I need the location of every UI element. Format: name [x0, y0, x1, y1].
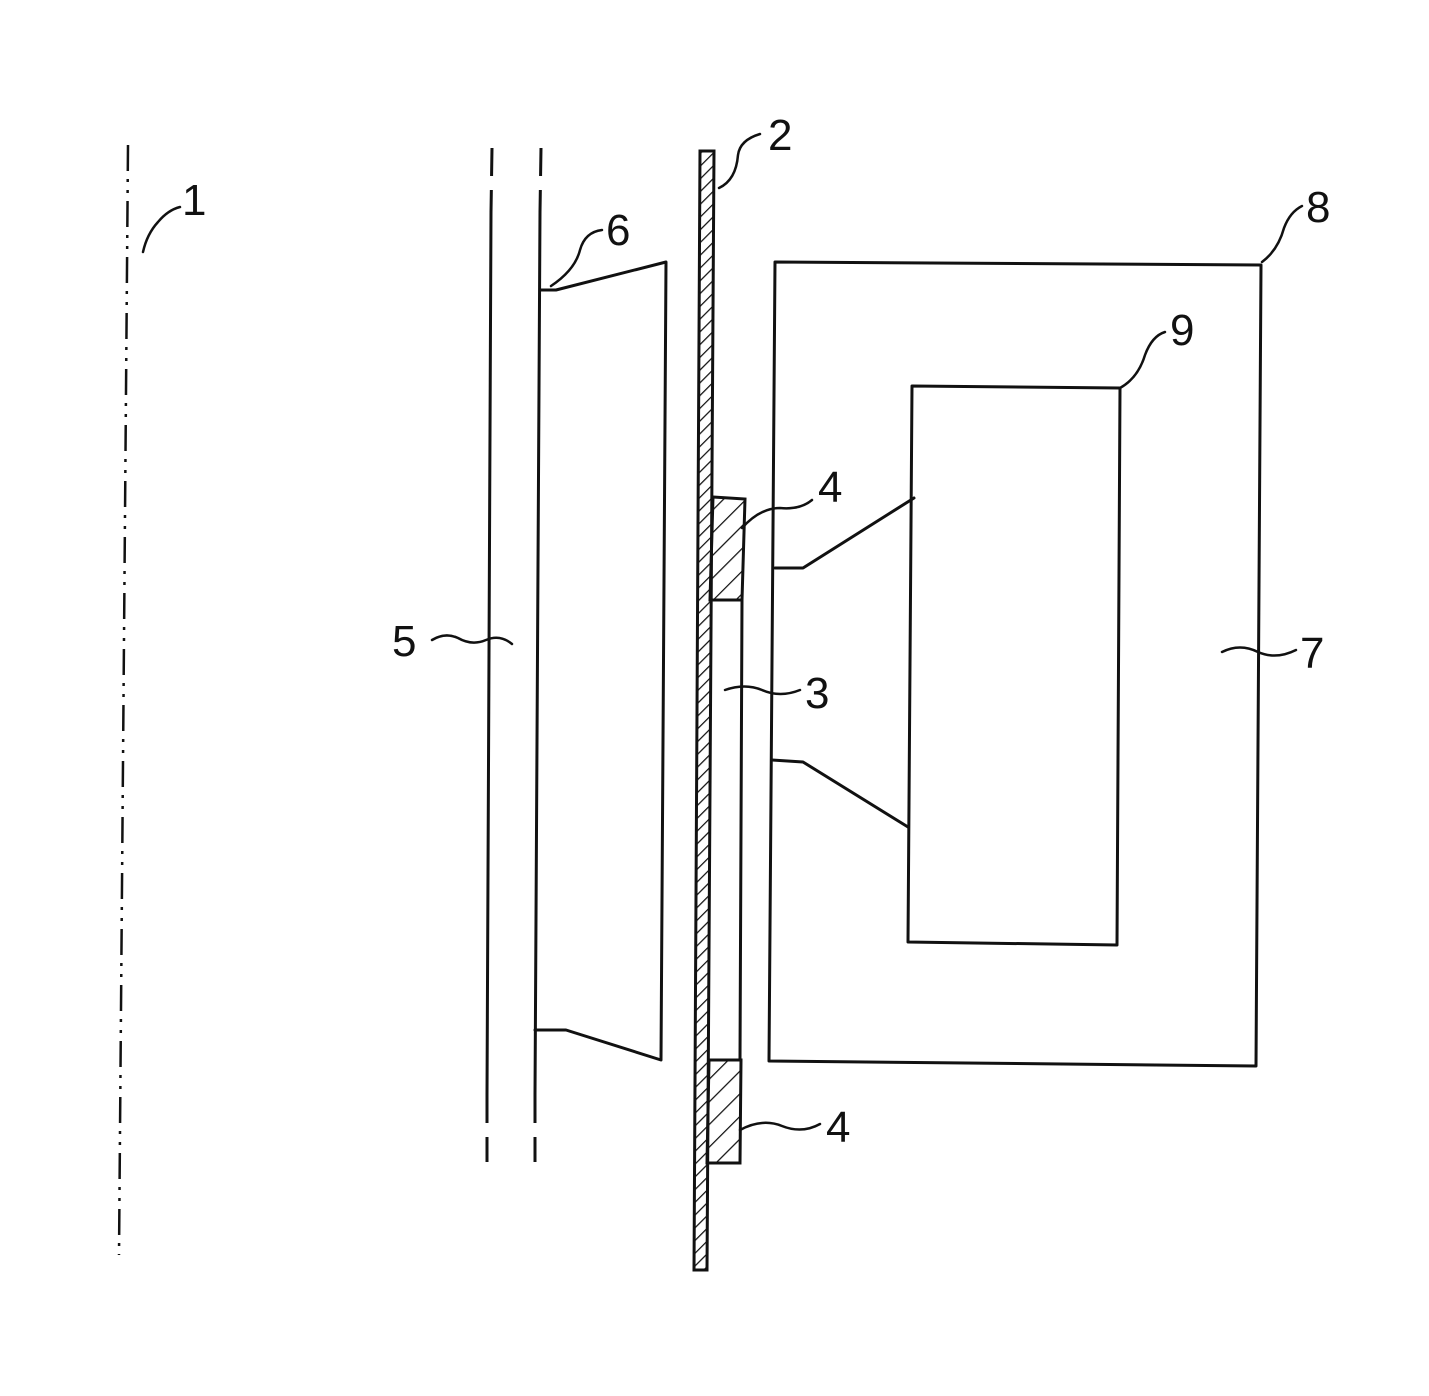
label-axis: 1 — [182, 176, 206, 225]
yoke-pole-taper-lower — [772, 760, 908, 827]
clamp-block-lower — [707, 1060, 741, 1163]
label-yoke-outer: 8 — [1306, 183, 1330, 232]
clamp-block-upper — [710, 497, 745, 600]
label-gap: 3 — [805, 669, 829, 718]
label-yoke: 7 — [1300, 629, 1324, 678]
label-core-left: 5 — [392, 617, 416, 666]
label-core-taper: 6 — [606, 206, 630, 255]
yoke-outer-frame — [769, 262, 1261, 1066]
gap-outline — [712, 600, 742, 1060]
label-clamp-lower: 4 — [826, 1103, 850, 1152]
label-clamp-upper: 4 — [818, 463, 842, 512]
center-axis-line — [119, 145, 128, 1255]
core-lines — [487, 148, 541, 1162]
tapered-pole-piece — [535, 262, 666, 1060]
label-strip: 2 — [768, 111, 792, 160]
leader-lines — [143, 134, 1302, 1130]
yoke-window — [908, 386, 1120, 945]
label-yoke-window: 9 — [1170, 306, 1194, 355]
